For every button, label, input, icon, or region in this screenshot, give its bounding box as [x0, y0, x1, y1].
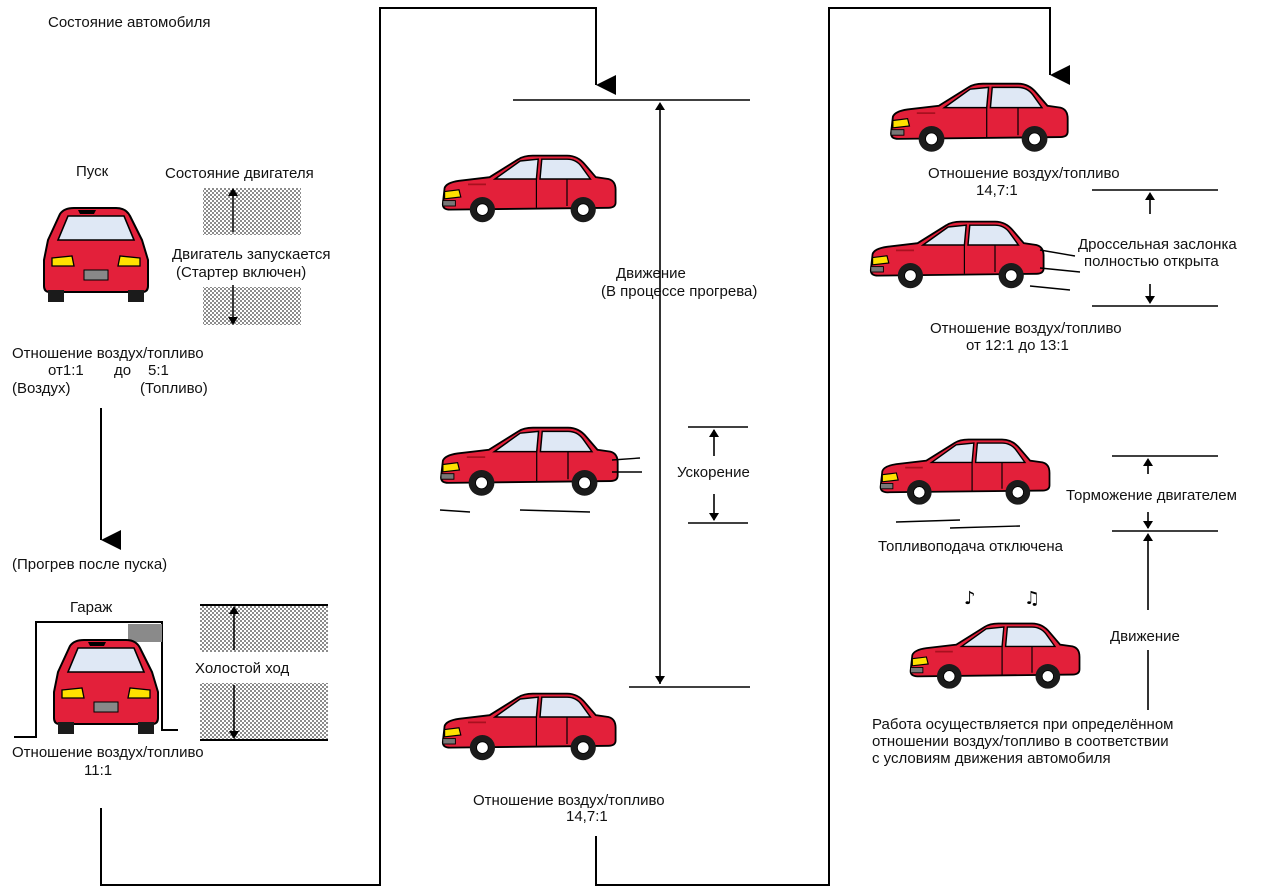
starter-on-label: (Стартер включен)	[176, 264, 306, 282]
afr-value-driving: 14,7:1	[566, 808, 608, 826]
start-label: Пуск	[76, 163, 108, 181]
afr-value-steady: 14,7:1	[976, 182, 1018, 200]
afr-value-idle: 11:1	[84, 762, 112, 780]
note-line-2: отношении воздух/топливо в соответствии	[872, 733, 1169, 751]
warmup-label: (Прогрев после пуска)	[12, 556, 167, 574]
svg-text:♫: ♫	[1024, 588, 1040, 609]
car-full-throttle-icon	[871, 222, 1044, 289]
afr-label-full: Отношение воздух/топливо	[930, 320, 1122, 338]
fuel-label: (Топливо)	[140, 380, 208, 398]
afr-label-start: Отношение воздух/топливо	[12, 345, 204, 363]
throttle-sub-label: полностью открыта	[1084, 253, 1219, 271]
car-driving-1-icon	[443, 156, 616, 223]
driving-warmup-sub-label: (В процессе прогрева)	[601, 283, 757, 301]
music-note-icon: ♪ ♫	[964, 588, 1040, 609]
afr-to: до	[114, 362, 131, 380]
dotted-box-top	[203, 188, 301, 235]
afr-label-steady: Отношение воздух/топливо	[928, 165, 1120, 183]
accel-label: Ускорение	[677, 464, 750, 482]
car-driving-2-icon	[443, 694, 616, 761]
engine-state-label: Состояние двигателя	[165, 165, 314, 183]
note-line-1: Работа осуществляется при определённом	[872, 716, 1173, 734]
car-steady-icon	[891, 84, 1068, 152]
car-start-icon	[44, 208, 148, 302]
car-cruise-icon	[911, 624, 1080, 689]
afr-label-idle: Отношение воздух/топливо	[12, 744, 204, 762]
fuel-cut-label: Топливоподача отключена	[878, 538, 1063, 556]
engine-starting-label: Двигатель запускается	[172, 246, 331, 264]
note-line-3: с условиям движения автомобиля	[872, 750, 1111, 768]
garage-label: Гараж	[70, 599, 112, 617]
dotted-box-bottom	[203, 287, 301, 325]
driving-warmup-label: Движение	[616, 265, 686, 283]
throttle-label: Дроссельная заслонка	[1078, 236, 1237, 254]
dotted-box-idle-bottom	[200, 683, 328, 739]
car-garage-icon	[54, 640, 158, 734]
air-label: (Воздух)	[12, 380, 70, 398]
afr-to-value: 5:1	[148, 362, 169, 380]
afr-value-full: от 12:1 до 13:1	[966, 337, 1069, 355]
dotted-box-idle-top	[200, 606, 328, 652]
car-engine-brake-icon	[881, 440, 1050, 505]
idle-label: Холостой ход	[195, 660, 289, 678]
engine-brake-label: Торможение двигателем	[1066, 487, 1237, 505]
car-accel-icon	[441, 428, 618, 496]
driving-label: Движение	[1110, 628, 1180, 646]
svg-text:♪: ♪	[964, 588, 976, 609]
diagram-title: Состояние автомобиля	[48, 14, 211, 32]
afr-from: от1:1	[48, 362, 84, 380]
